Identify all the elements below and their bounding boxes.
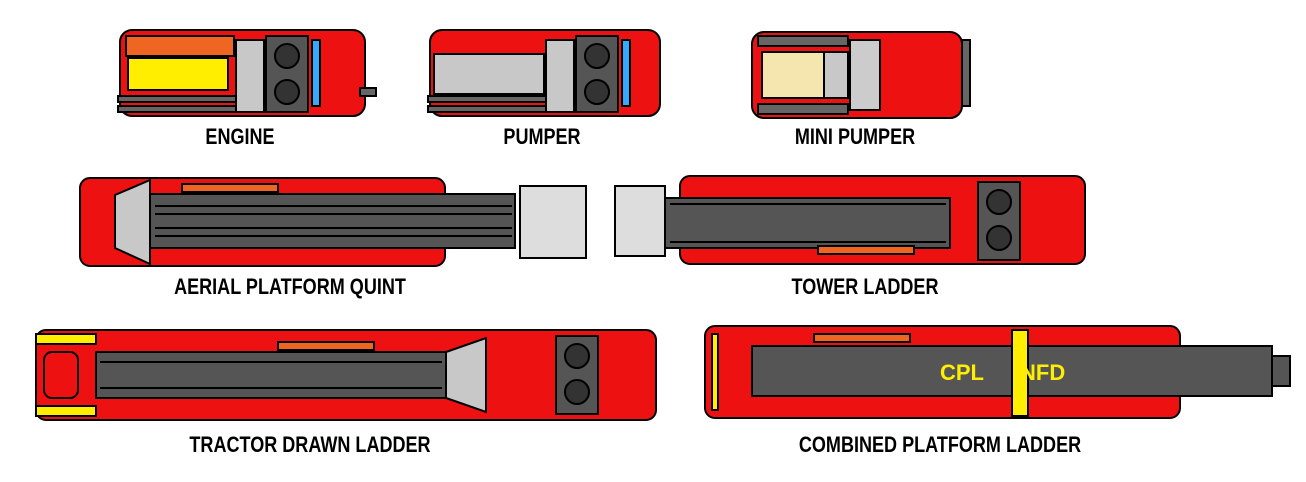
engine-vehicle — [117, 29, 377, 117]
label-combined-platform-ladder: COMBINED PLATFORM LADDER — [798, 432, 1082, 457]
label-aerial-platform-quint: AERIAL PLATFORM QUINT — [174, 274, 406, 299]
label-tower-ladder: TOWER LADDER — [791, 274, 939, 299]
aerial-platform-quint-vehicle — [79, 177, 587, 267]
cpl-marking: CPL — [940, 360, 984, 385]
mini-pumper-vehicle — [751, 31, 971, 119]
label-engine: ENGINE — [205, 124, 275, 149]
combined-platform-ladder-vehicle — [704, 325, 1291, 419]
pumper-vehicle — [427, 29, 661, 117]
label-mini-pumper: MINI PUMPER — [794, 124, 916, 149]
tractor-drawn-ladder-vehicle — [35, 329, 657, 421]
label-pumper: PUMPER — [503, 124, 581, 149]
label-tractor-drawn-ladder: TRACTOR DRAWN LADDER — [189, 432, 431, 457]
tower-ladder-vehicle — [614, 175, 1086, 265]
nfd-marking: NFD — [1020, 360, 1065, 385]
